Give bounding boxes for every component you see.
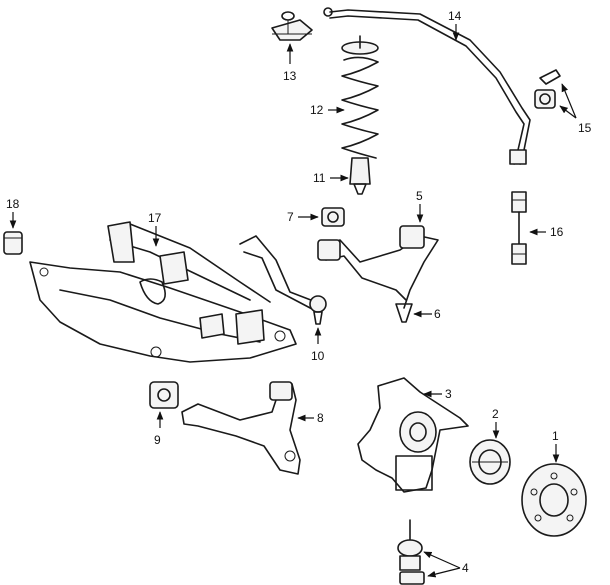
callout-6: 6	[413, 307, 441, 321]
callout-label: 6	[434, 307, 441, 321]
callout-4: 4	[423, 551, 469, 578]
callout-13: 13	[283, 43, 297, 83]
strut-mount-part	[271, 11, 313, 41]
callout-18: 18	[6, 197, 20, 229]
callout-16: 16	[529, 225, 564, 239]
steering-knuckle-part	[357, 377, 469, 493]
callout-label: 16	[550, 225, 564, 239]
callout-12: 12	[310, 103, 345, 117]
callout-label: 12	[310, 103, 324, 117]
callout-11: 11	[313, 171, 349, 185]
callout-9: 9	[154, 411, 164, 447]
callout-7: 7	[287, 210, 319, 224]
subframe-part	[29, 221, 297, 363]
callout-8: 8	[297, 411, 324, 425]
subframe-bushing-part	[3, 231, 23, 255]
callout-label: 7	[287, 210, 294, 224]
callout-label: 4	[462, 561, 469, 575]
tension-strut-part	[239, 235, 327, 325]
callout-1: 1	[552, 429, 560, 463]
ball-joint-part	[397, 519, 425, 585]
lower-arm-bushing-part	[149, 381, 179, 409]
callout-14: 14	[448, 9, 462, 41]
callout-label: 10	[311, 349, 325, 363]
lower-control-arm-part	[181, 381, 301, 475]
stabilizer-bar-part	[323, 7, 531, 165]
control-arm-bushing-part	[321, 207, 345, 227]
callout-label: 11	[313, 171, 326, 185]
callout-label: 5	[416, 189, 423, 203]
callout-label: 14	[448, 9, 462, 23]
stabilizer-bushing-part	[534, 69, 561, 109]
wheel-bearing-part	[469, 439, 511, 485]
upper-control-arm-part	[317, 225, 439, 323]
coil-spring-strut-part	[341, 35, 379, 195]
callout-2: 2	[492, 407, 500, 439]
callout-label: 9	[154, 433, 161, 447]
callout-17: 17	[148, 211, 162, 247]
callout-label: 13	[283, 69, 297, 83]
callout-label: 8	[317, 411, 324, 425]
callout-label: 17	[148, 211, 162, 225]
stabilizer-link-part	[511, 191, 527, 265]
callout-3: 3	[423, 387, 452, 401]
wheel-hub-part	[521, 463, 587, 537]
callout-label: 3	[445, 387, 452, 401]
callout-5: 5	[416, 189, 424, 223]
callout-15: 15	[559, 83, 592, 135]
callout-label: 15	[578, 121, 592, 135]
callout-label: 1	[552, 429, 559, 443]
callout-label: 18	[6, 197, 20, 211]
callout-10: 10	[311, 327, 325, 363]
callout-label: 2	[492, 407, 499, 421]
